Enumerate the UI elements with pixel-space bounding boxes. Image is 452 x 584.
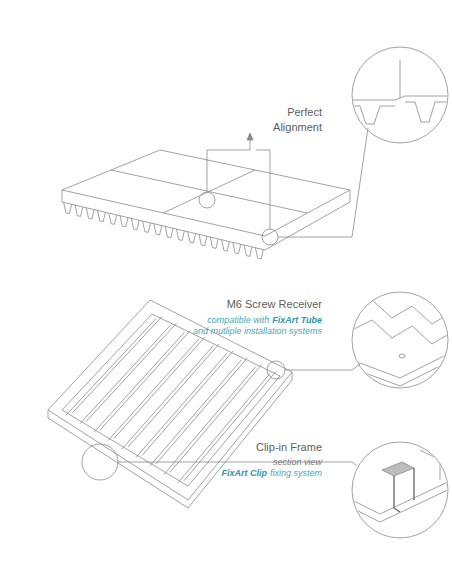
tile-seam xyxy=(111,170,307,213)
detail-circle xyxy=(267,361,285,379)
rib-profile xyxy=(64,202,72,213)
rib-profile xyxy=(244,245,252,256)
zoom-circle xyxy=(352,442,448,538)
rib-profile xyxy=(64,202,264,259)
rib-profile xyxy=(188,232,196,243)
acoustic-rib xyxy=(128,344,219,447)
feature-note: compatible with xyxy=(207,315,269,325)
label-line: and mutliple installation systems xyxy=(193,320,322,338)
acoustic-rib xyxy=(164,367,256,475)
acoustic-rib xyxy=(178,374,270,483)
detail-circle xyxy=(82,444,118,480)
rib-profile xyxy=(210,237,218,248)
panel-edge xyxy=(62,190,350,250)
rib-profile xyxy=(143,221,151,232)
acoustic-rib xyxy=(142,351,233,456)
clip-frame-detail xyxy=(352,450,452,522)
rib-profile xyxy=(131,218,139,229)
acoustic-rib xyxy=(86,323,176,421)
label-line: compatible withFixArt Tube xyxy=(207,309,322,327)
leader-line xyxy=(285,370,352,371)
feature-note: and mutliple installation systems xyxy=(193,326,322,336)
feature-note: fixing system xyxy=(270,468,322,478)
label-line: Clip-in Frame xyxy=(256,437,322,455)
rib-profile xyxy=(109,213,117,224)
alignment-detail xyxy=(350,60,452,124)
arrow-head xyxy=(247,133,253,140)
feature-label: Perfect Alignment xyxy=(273,106,322,133)
label-line: section view xyxy=(273,451,322,469)
zoom-circle xyxy=(352,292,448,388)
zoom-circle xyxy=(352,47,448,143)
tile-surface xyxy=(62,150,350,236)
leader-line xyxy=(207,150,250,192)
acoustic-rib xyxy=(80,325,170,423)
acoustic-rib xyxy=(184,372,276,481)
feature-note: section view xyxy=(273,457,322,467)
rib-profile xyxy=(86,208,94,219)
panel-edge xyxy=(48,372,292,508)
tile-seam xyxy=(163,170,255,213)
leader-line xyxy=(278,128,368,237)
acoustic-rib xyxy=(156,358,247,464)
acoustic-rib xyxy=(170,365,262,473)
feature-note: FixArt Clip xyxy=(221,468,267,478)
rib-profile xyxy=(154,224,162,235)
rib-profile xyxy=(98,210,106,221)
rib-profile xyxy=(233,242,241,253)
acoustic-rib xyxy=(66,316,276,482)
label-line: FixArt Clipfixing system xyxy=(221,462,322,480)
panel-inner xyxy=(62,314,280,486)
leader-line xyxy=(256,150,270,229)
leader-line xyxy=(352,462,357,466)
screw-receiver-detail xyxy=(352,300,452,386)
rib-profile xyxy=(199,234,207,245)
feature-label: M6 Screw Receiver xyxy=(227,298,322,310)
label-line: M6 Screw Receiver xyxy=(227,294,322,312)
rib-profile xyxy=(165,226,173,237)
rib-profile xyxy=(222,240,230,251)
acoustic-rib xyxy=(150,360,241,466)
rib-profile xyxy=(255,248,263,259)
feature-note: FixArt Tube xyxy=(272,315,322,325)
feature-label: Clip-in Frame xyxy=(256,441,322,453)
rib-profile xyxy=(176,229,184,240)
acoustic-rib xyxy=(72,316,162,413)
detail-circle xyxy=(262,229,278,245)
acoustic-rib xyxy=(66,318,156,415)
detail-circle xyxy=(199,192,215,208)
label-line: Perfect Alignment xyxy=(260,104,322,134)
acoustic-rib xyxy=(122,346,213,449)
rib-profile xyxy=(75,205,83,216)
rib-profile xyxy=(120,216,128,227)
acoustic-rib xyxy=(136,353,227,458)
